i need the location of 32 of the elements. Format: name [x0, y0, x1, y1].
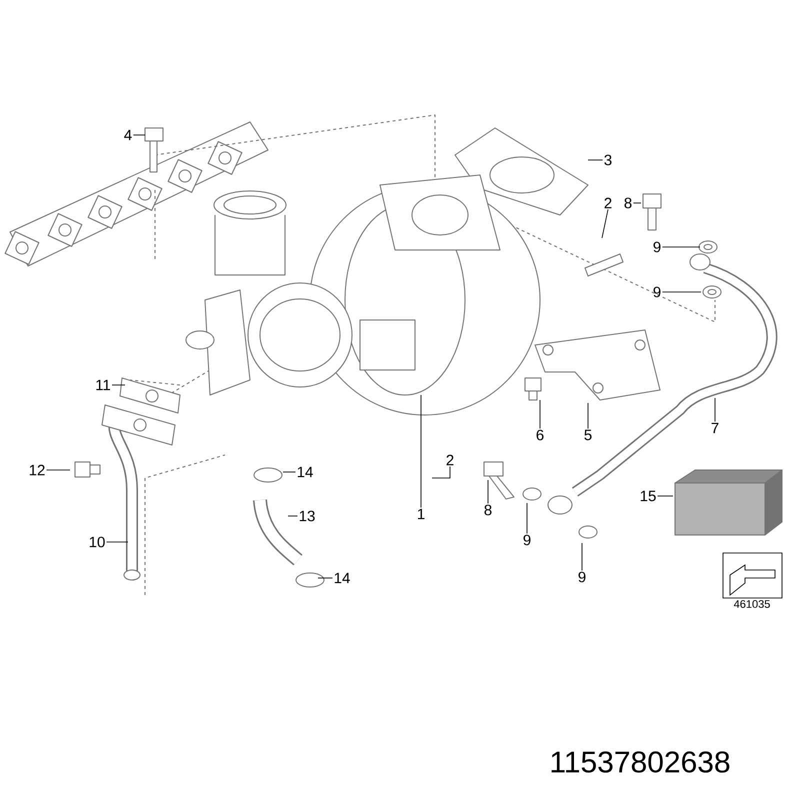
leader-line: [632, 202, 642, 204]
leader-line: [526, 502, 528, 534]
callout-number: 12: [30, 464, 45, 476]
callout-number: 9: [578, 572, 586, 582]
callout-number: 9: [524, 534, 530, 546]
callout-number: 8: [624, 198, 632, 208]
callout-number: 2: [446, 454, 454, 466]
callout-number: 11: [96, 380, 110, 390]
figure-number: 461035: [734, 600, 770, 608]
leader-line: [132, 134, 146, 136]
callout-number: 13: [300, 510, 315, 522]
callout-number: 7: [712, 422, 718, 434]
leader-line: [432, 466, 450, 478]
callout-number: 14: [298, 466, 313, 478]
callout-number: 8: [484, 504, 492, 516]
callout-number: 3: [604, 154, 612, 166]
callout-number: 9: [654, 286, 660, 298]
leader-line: [420, 394, 422, 508]
callout-number: 4: [124, 130, 132, 140]
callout-number: 1: [418, 508, 424, 520]
leader-line: [602, 209, 608, 238]
leader-line: [714, 398, 716, 422]
callout-number: 6: [536, 430, 544, 440]
callout-number: 2: [604, 198, 612, 208]
callout-number: 15: [640, 490, 656, 502]
callout-number: 5: [584, 430, 592, 440]
callout-number: 10: [90, 536, 105, 548]
callout-number: 14: [334, 572, 350, 584]
leader-line: [112, 384, 126, 386]
part-number: 11537802638: [552, 751, 730, 773]
callout-number: 9: [654, 242, 660, 252]
leader-line: [662, 246, 700, 248]
